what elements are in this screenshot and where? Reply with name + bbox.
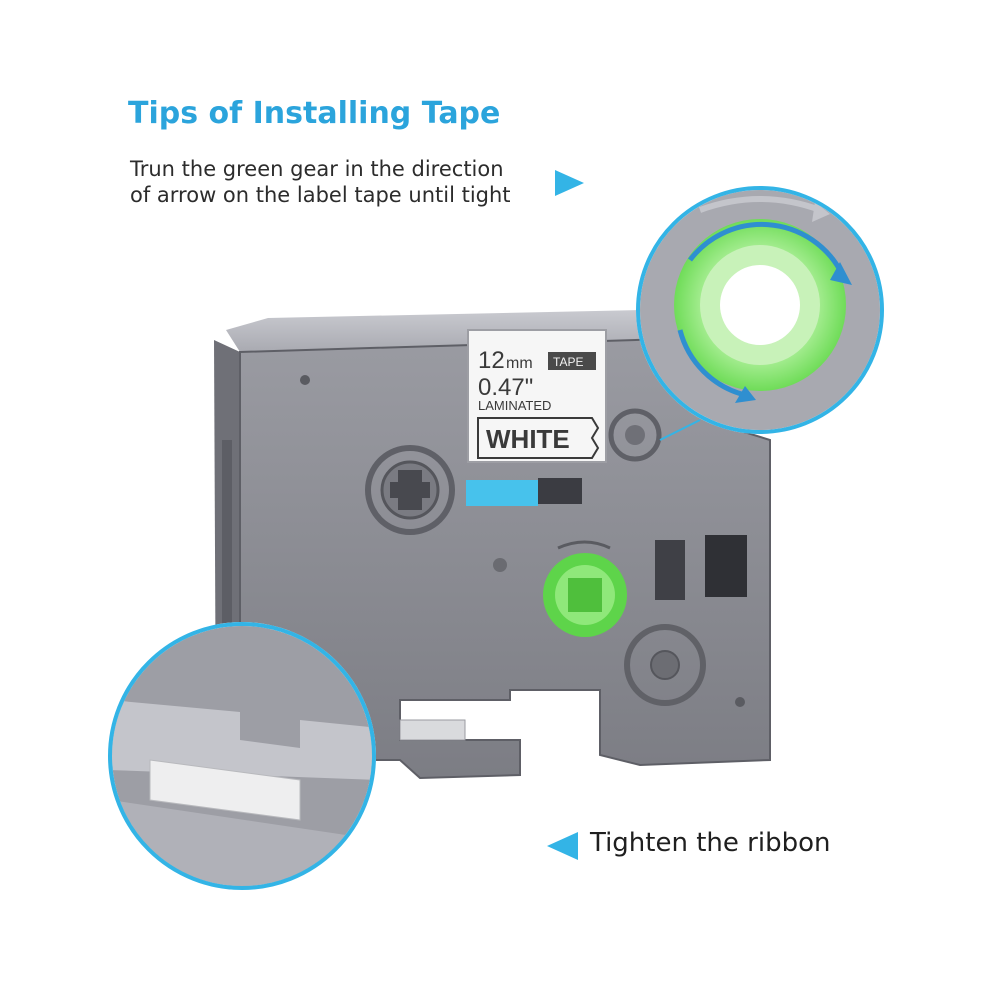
ribbon-zoom-circle bbox=[108, 622, 376, 890]
heading: Tips of Installing Tape bbox=[128, 96, 501, 131]
instruction-line-2: of arrow on the label tape until tight bbox=[130, 183, 511, 207]
gear-zoom-circle bbox=[636, 186, 884, 434]
label-unit-mm: mm bbox=[506, 355, 533, 372]
instruction-text: Trun the green gear in the direction of … bbox=[130, 156, 511, 208]
tighten-caption: Tighten the ribbon bbox=[590, 828, 831, 858]
triangle-left-icon bbox=[547, 832, 578, 860]
tape-cartridge bbox=[214, 310, 771, 780]
instruction-line-1: Trun the green gear in the direction bbox=[130, 157, 504, 181]
label-tape-badge: TAPE bbox=[553, 355, 583, 369]
label-color: WHITE bbox=[486, 424, 570, 454]
label-type: LAMINATED bbox=[478, 398, 551, 413]
label-size-mm: 12 bbox=[478, 347, 505, 374]
tape-label: 12 mm TAPE 0.47" LAMINATED WHITE bbox=[477, 347, 600, 459]
triangle-right-icon bbox=[555, 170, 584, 196]
label-size-in: 0.47" bbox=[478, 374, 533, 401]
